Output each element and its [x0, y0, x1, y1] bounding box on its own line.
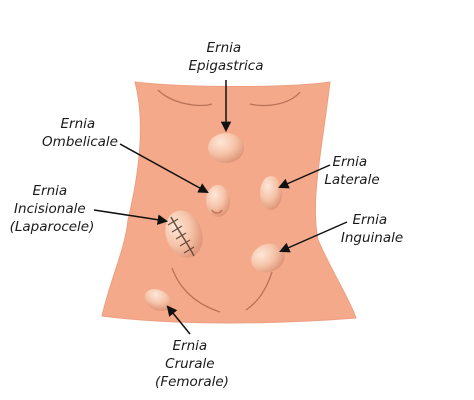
groin-contour-right [245, 271, 273, 311]
label-ombelicale: Ernia Ombelicale [42, 116, 118, 150]
hernia-epigastrica [208, 133, 244, 163]
arrow-crurale [166, 305, 191, 335]
groin-contour-left [171, 267, 221, 313]
hernia-inguinale [251, 243, 285, 273]
chest-contour-left [157, 89, 213, 107]
chest-contour-right [249, 91, 301, 107]
hernia-laterale [260, 176, 282, 210]
arrow-laterale [278, 164, 331, 189]
label-incisionale: Ernia Incisionale (Laparocele) [10, 183, 95, 235]
label-inguinale: Ernia Inguinale [341, 212, 403, 246]
label-epigastrica: Ernia Epigastrica [188, 40, 263, 74]
arrow-inguinale [279, 221, 348, 253]
arrow-ombelicale [119, 143, 209, 194]
hernia-ombelicale [206, 185, 230, 217]
scar-stitches [167, 218, 195, 254]
label-crurale: Ernia Crurale (Femorale) [155, 338, 229, 390]
navel-mark [211, 209, 223, 214]
arrow-incisionale [93, 209, 169, 225]
incision-scar [170, 216, 195, 257]
hernia-crurale [144, 289, 172, 311]
label-laterale: Ernia Laterale [324, 154, 379, 188]
